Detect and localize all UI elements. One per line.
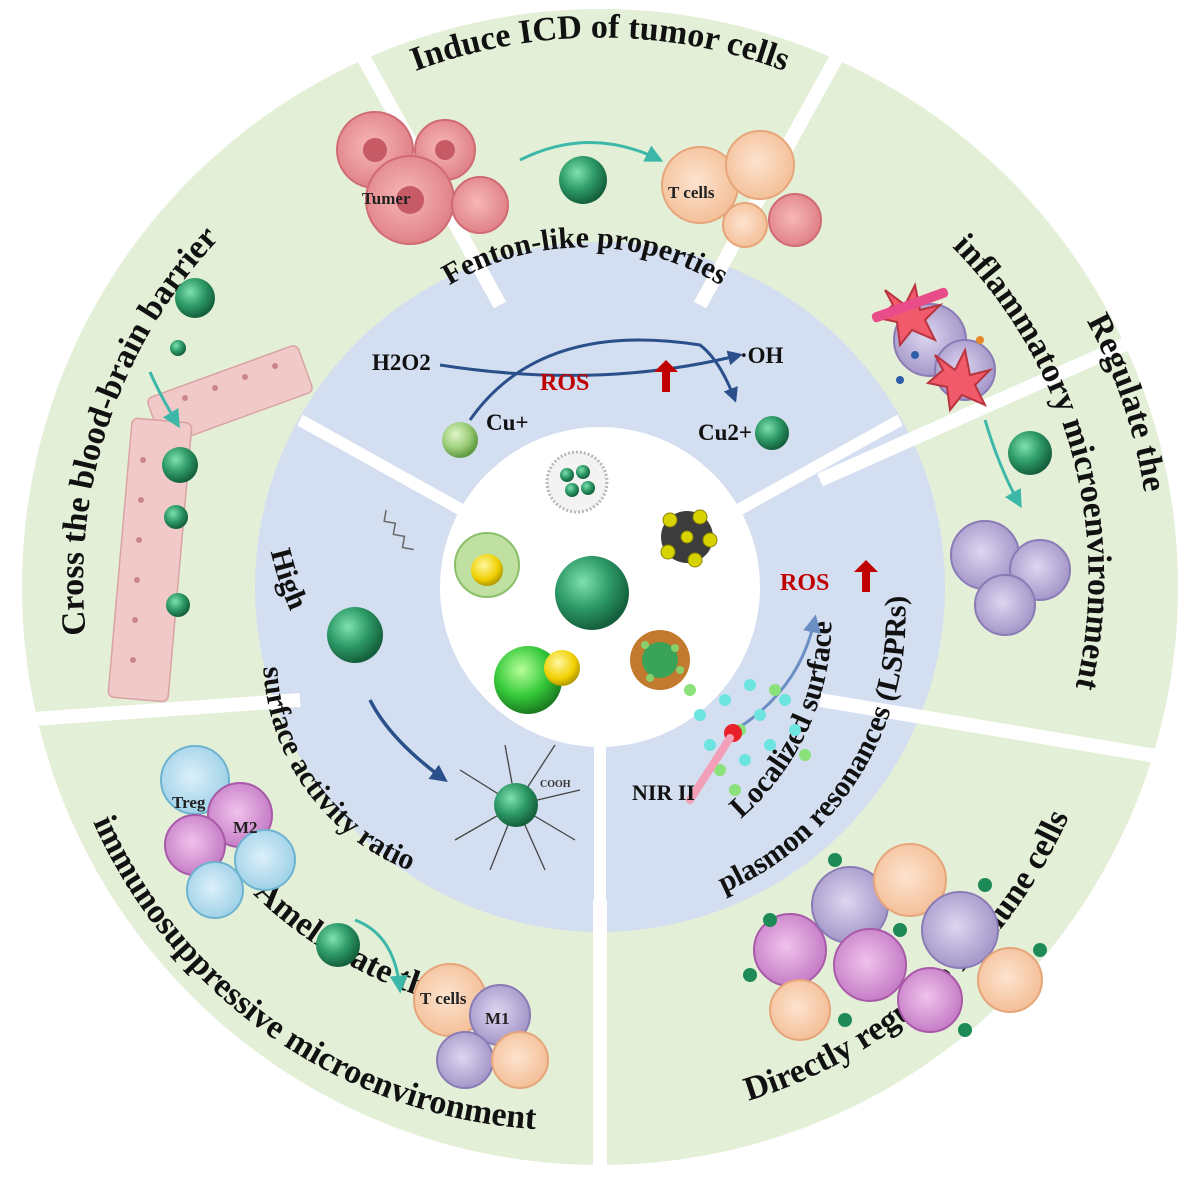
label-tcells-top: T cells [668, 183, 715, 202]
label-m2: M2 [233, 818, 258, 837]
arrow-bbb-down [148, 371, 180, 429]
label-cooh: COOH [540, 779, 571, 790]
cooh-chain-icon [383, 510, 414, 551]
arrow-lsprs [734, 614, 821, 732]
label-oh: ·OH [740, 343, 784, 368]
nanoparticle-bbb-3 [162, 447, 198, 483]
decorated-nanoparticle-icon [630, 630, 690, 690]
nanoparticle-left-large [327, 607, 383, 663]
label-cu2plus: Cu2+ [698, 420, 752, 445]
tumor-cells-illustration [336, 111, 509, 245]
nanoparticle-top [559, 156, 607, 204]
nanoparticle-bbb-1 [175, 278, 215, 318]
nanoparticle-right [1008, 431, 1052, 475]
bbb-cell-layer [107, 345, 313, 703]
t-cells-m1-illustration [413, 963, 549, 1089]
arrow-h2o2-to-oh [439, 350, 743, 377]
macrophage-cells-illustration [950, 520, 1071, 636]
ros-up-arrow-top [654, 360, 678, 392]
inflammatory-cells-illustration [871, 281, 996, 413]
lattice-illustration [684, 679, 811, 796]
nanoparticle-bbb-5 [166, 593, 190, 617]
arrow-cu-plus-to-cu2plus [468, 338, 738, 421]
core-shell-nanoparticle-icon [454, 532, 520, 598]
central-nanoparticle [555, 556, 629, 630]
functionalized-nanoparticle [454, 744, 581, 871]
t-cells-illustration-top [661, 130, 822, 248]
nanoparticle-cu2plus [755, 416, 789, 450]
label-tcells-bottom: T cells [420, 989, 467, 1008]
label-h2o2: H2O2 [372, 350, 431, 375]
liposome-nanoparticle-icon [545, 450, 609, 514]
nanoparticle-bbb-2 [170, 340, 186, 356]
immune-cells-cluster [743, 843, 1047, 1041]
arrow-tumor-to-tcell [519, 141, 664, 162]
treg-m2-illustration [160, 745, 296, 919]
label-nir: NIR II [632, 780, 695, 805]
label-treg: Treg [172, 793, 206, 812]
label-cu-plus: Cu+ [486, 410, 529, 435]
nanoparticle-bbb-4 [164, 505, 188, 529]
spiky-nanoparticle-icon [660, 509, 718, 568]
nanoparticle-bottom-left [316, 923, 360, 967]
label-tumer: Tumer [362, 189, 411, 208]
label-m1: M1 [485, 1009, 510, 1028]
arrow-inflammation-down [983, 419, 1022, 509]
nir-beam [686, 734, 734, 804]
arrow-surface-ratio [368, 699, 448, 783]
arrow-treg-to-tcell [354, 918, 408, 994]
janus-nanoparticle-icon [494, 646, 580, 714]
nanoparticle-cu-plus [442, 422, 478, 458]
ros-up-arrow-right [854, 560, 878, 592]
label-ros-top: ROS [540, 370, 589, 396]
label-ros-right: ROS [780, 570, 829, 596]
